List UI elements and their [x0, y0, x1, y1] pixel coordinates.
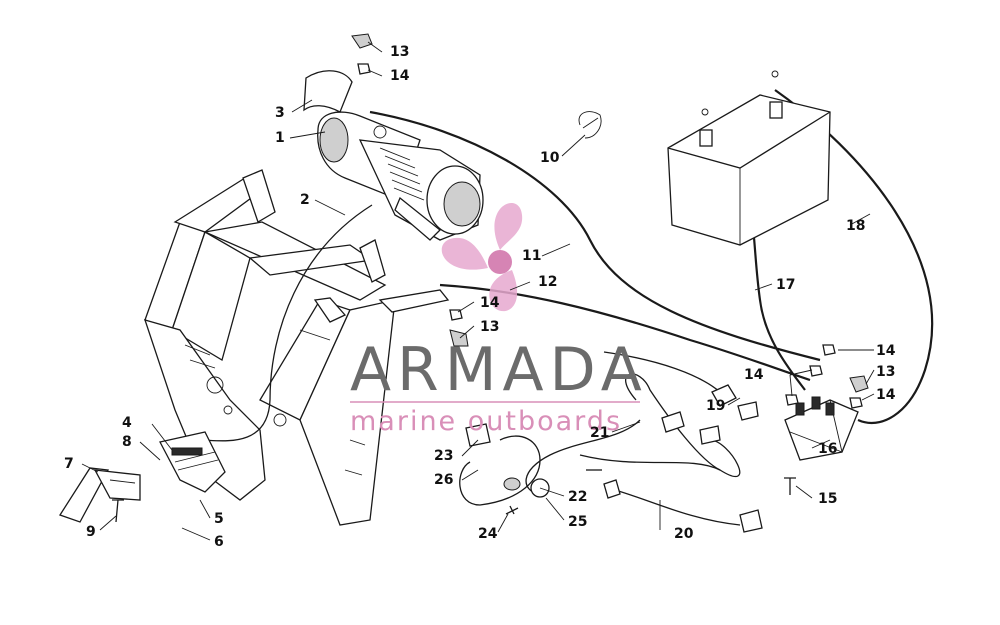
callout-13: 13: [480, 319, 499, 335]
callout-3: 3: [275, 105, 285, 121]
callout-15: 15: [818, 491, 837, 507]
callout-12: 12: [538, 274, 557, 290]
solenoid: [784, 396, 859, 495]
callout-9: 9: [86, 524, 96, 540]
callout-1: 1: [275, 130, 285, 146]
callout-25: 25: [568, 514, 587, 530]
callout-13: 13: [390, 44, 409, 60]
callout-13: 13: [876, 364, 895, 380]
callout-7: 7: [64, 456, 74, 472]
callout-22: 22: [568, 489, 587, 505]
leader-lines: [81, 41, 875, 541]
callout-14: 14: [876, 387, 896, 403]
callout-14: 14: [876, 343, 896, 359]
callout-4: 4: [122, 415, 132, 431]
mounting-frame: [143, 169, 450, 526]
callout-8: 8: [122, 434, 132, 450]
handlebar-grip: [59, 467, 141, 523]
callout-14: 14: [480, 295, 500, 311]
callout-2: 2: [300, 192, 310, 208]
callout-21: 21: [590, 425, 609, 441]
watermark-brand: ARMADA: [350, 335, 648, 405]
callout-14: 14: [390, 68, 410, 84]
callout-17: 17: [776, 277, 795, 293]
watermark-tagline: marine outboards: [350, 406, 622, 437]
callouts: 13 14 3 1 2 10 11 12 14 13 18 17 14 13 1…: [64, 44, 896, 550]
winch-motor: [317, 111, 484, 241]
hardware: [351, 33, 869, 409]
battery: [667, 70, 831, 246]
armada-logo: [441, 202, 523, 312]
callout-11: 11: [522, 248, 541, 264]
callout-5: 5: [214, 511, 224, 527]
callout-16: 16: [818, 441, 837, 457]
callout-19: 19: [706, 398, 725, 414]
winch-switch: [159, 431, 226, 493]
connectors: [465, 384, 763, 533]
callout-20: 20: [674, 526, 694, 542]
callout-26: 26: [434, 472, 453, 488]
callout-23: 23: [434, 448, 453, 464]
callout-6: 6: [214, 534, 224, 550]
callout-24: 24: [478, 526, 498, 542]
winch-cover: [303, 70, 353, 113]
callout-18: 18: [846, 218, 865, 234]
callout-10: 10: [540, 150, 560, 166]
callout-14: 14: [744, 367, 764, 383]
circuit-breaker-clip: [578, 111, 602, 139]
